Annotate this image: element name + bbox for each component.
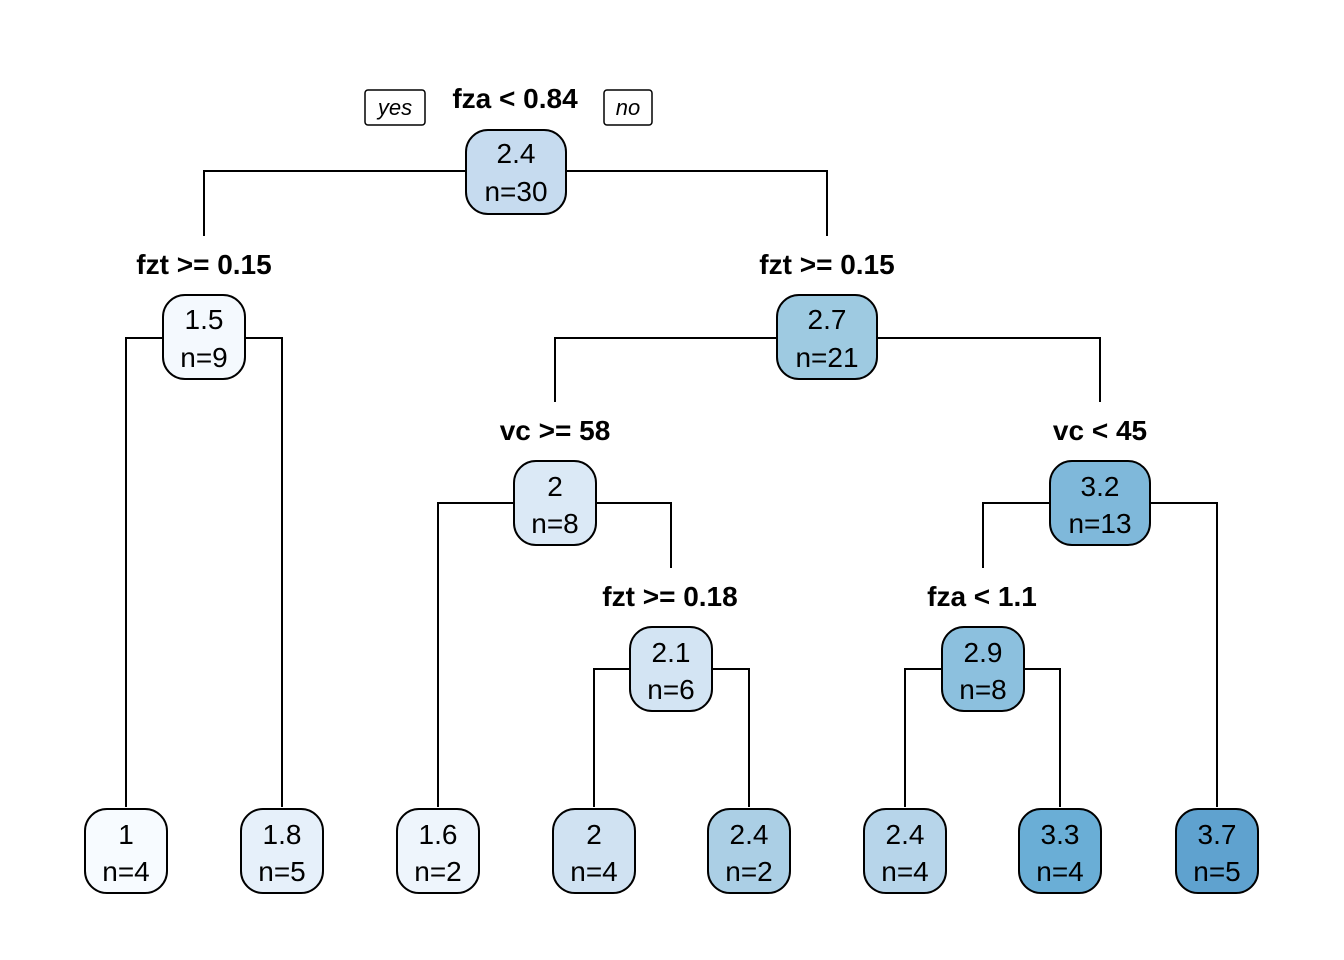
- node-count: n=8: [959, 674, 1007, 705]
- tree-leaf-13: 2.4 n=2: [707, 808, 791, 894]
- node-count: n=6: [647, 674, 695, 705]
- node-value: 3.3: [1041, 819, 1080, 850]
- node-count: n=2: [725, 856, 773, 887]
- split-label: fza < 0.84: [452, 83, 578, 114]
- node-box: [776, 294, 878, 380]
- node-count: n=4: [881, 856, 929, 887]
- tree-leaf-12: 2 n=4: [552, 808, 636, 894]
- node-box: [240, 808, 324, 894]
- node-box: [513, 460, 597, 546]
- node-count: n=30: [484, 176, 547, 207]
- tree-node-10: fza < 1.1 2.9 n=8: [927, 581, 1037, 712]
- tree-node-2: fzt >= 0.15 1.5 n=9: [136, 249, 272, 380]
- node-value: 3.2: [1081, 471, 1120, 502]
- svg-text:no: no: [616, 95, 640, 120]
- node-box: [84, 808, 168, 894]
- edge-n2: [125, 337, 283, 807]
- split-label: vc < 45: [1053, 415, 1147, 446]
- tree-node-3: fzt >= 0.15 2.7 n=21: [759, 249, 895, 380]
- tree-leaf-4: 1 n=4: [84, 808, 168, 894]
- node-value: 2.4: [497, 138, 536, 169]
- yes-label: yes: [364, 89, 426, 126]
- node-value: 2: [547, 471, 563, 502]
- node-box: [707, 808, 791, 894]
- node-count: n=13: [1068, 508, 1131, 539]
- node-count: n=4: [1036, 856, 1084, 887]
- node-box: [552, 808, 636, 894]
- node-count: n=9: [180, 342, 228, 373]
- node-count: n=5: [258, 856, 306, 887]
- tree-leaf-15: 3.3 n=4: [1018, 808, 1102, 894]
- node-count: n=4: [102, 856, 150, 887]
- node-box: [863, 808, 947, 894]
- split-label: vc >= 58: [500, 415, 611, 446]
- node-value: 1.8: [263, 819, 302, 850]
- node-value: 2.4: [730, 819, 769, 850]
- node-value: 2.1: [652, 637, 691, 668]
- node-box: [396, 808, 480, 894]
- tree-node-root: fza < 0.84 2.4 n=30: [452, 83, 578, 215]
- node-value: 1.5: [185, 304, 224, 335]
- node-value: 2.9: [964, 637, 1003, 668]
- no-label: no: [603, 89, 653, 126]
- node-count: n=5: [1193, 856, 1241, 887]
- node-box: [1018, 808, 1102, 894]
- node-box: [941, 626, 1025, 712]
- tree-node-7: vc < 45 3.2 n=13: [1049, 415, 1151, 546]
- split-label: fzt >= 0.15: [759, 249, 894, 280]
- split-label: fzt >= 0.15: [136, 249, 271, 280]
- node-box: [629, 626, 713, 712]
- tree-node-9: fzt >= 0.18 2.1 n=6: [602, 581, 738, 712]
- node-box: [1175, 808, 1259, 894]
- node-value: 3.7: [1198, 819, 1237, 850]
- tree-leaf-14: 2.4 n=4: [863, 808, 947, 894]
- node-count: n=4: [570, 856, 618, 887]
- node-count: n=8: [531, 508, 579, 539]
- tree-leaf-5: 1.8 n=5: [240, 808, 324, 894]
- node-box: [465, 129, 567, 215]
- svg-text:yes: yes: [376, 95, 412, 120]
- split-label: fzt >= 0.18: [602, 581, 737, 612]
- tree-leaf-8: 1.6 n=2: [396, 808, 480, 894]
- node-value: 1: [118, 819, 134, 850]
- node-value: 2.4: [886, 819, 925, 850]
- node-count: n=21: [795, 342, 858, 373]
- tree-node-6: vc >= 58 2 n=8: [500, 415, 611, 546]
- node-value: 2: [586, 819, 602, 850]
- split-label: fza < 1.1: [927, 581, 1037, 612]
- node-box: [1049, 460, 1151, 546]
- node-value: 1.6: [419, 819, 458, 850]
- node-box: [162, 294, 246, 380]
- node-value: 2.7: [808, 304, 847, 335]
- tree-leaf-11: 3.7 n=5: [1175, 808, 1259, 894]
- node-count: n=2: [414, 856, 462, 887]
